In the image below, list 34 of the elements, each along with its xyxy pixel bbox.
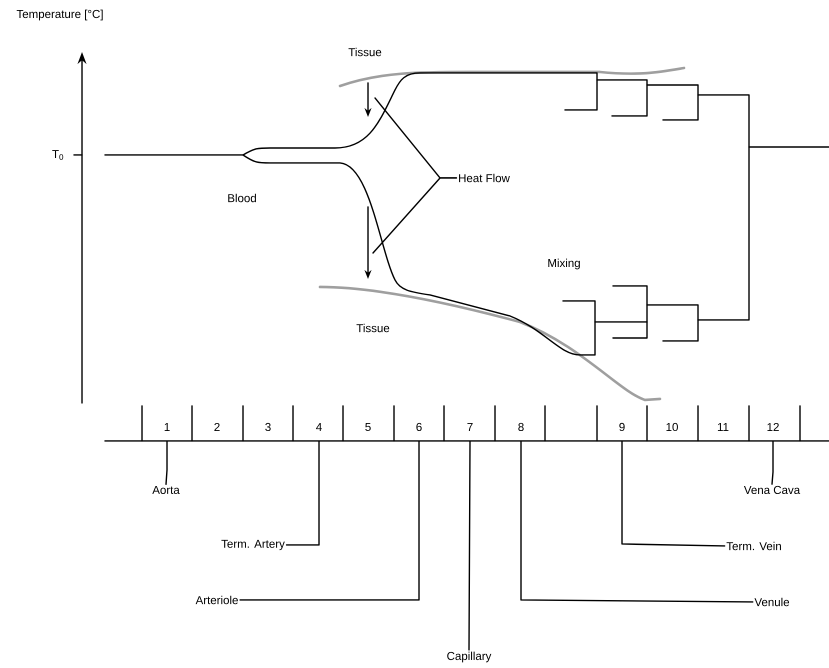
axis-title: Temperature [°C] bbox=[16, 10, 103, 20]
leader-line bbox=[520, 440, 754, 603]
vessel-label: Capillary bbox=[447, 652, 492, 662]
segment-number: 8 bbox=[518, 422, 524, 432]
region-label: Tissue bbox=[356, 324, 390, 332]
segment-number: 7 bbox=[467, 423, 473, 431]
segment-number: 6 bbox=[416, 422, 422, 432]
leader-line bbox=[468, 440, 471, 651]
vessel-label: Vena Cava bbox=[744, 486, 800, 494]
axis-value: T$_{0}$ bbox=[52, 150, 64, 160]
segment-number: 1 bbox=[164, 423, 170, 431]
segment-number: 11 bbox=[718, 423, 728, 431]
leader-line bbox=[771, 440, 774, 485]
region-label: Tissue bbox=[348, 48, 382, 56]
vessel-label: Aorta bbox=[152, 486, 180, 494]
leader-line bbox=[286, 440, 320, 546]
heat-flow-label: Heat Flow bbox=[459, 174, 510, 182]
region-label: Blood bbox=[228, 194, 256, 202]
segment-number: 4 bbox=[316, 423, 322, 431]
leader-line bbox=[621, 440, 726, 547]
vessel-label: Arteriole bbox=[196, 596, 238, 604]
segment-number: 9 bbox=[619, 422, 625, 432]
segment-number: 2 bbox=[214, 422, 220, 431]
vessel-label: Term. Vein bbox=[726, 542, 781, 550]
segment-number: 12 bbox=[768, 422, 779, 431]
leader-line bbox=[372, 177, 458, 254]
vessel-label: Term. Artery bbox=[221, 540, 285, 550]
segment-number: 10 bbox=[666, 422, 678, 432]
leader-line bbox=[239, 440, 420, 601]
segment-number: 5 bbox=[365, 422, 371, 431]
leader-line bbox=[165, 440, 168, 485]
segment-number: 3 bbox=[265, 422, 271, 432]
vessel-label: Venule bbox=[754, 598, 790, 606]
region-label: Mixing bbox=[548, 258, 580, 270]
